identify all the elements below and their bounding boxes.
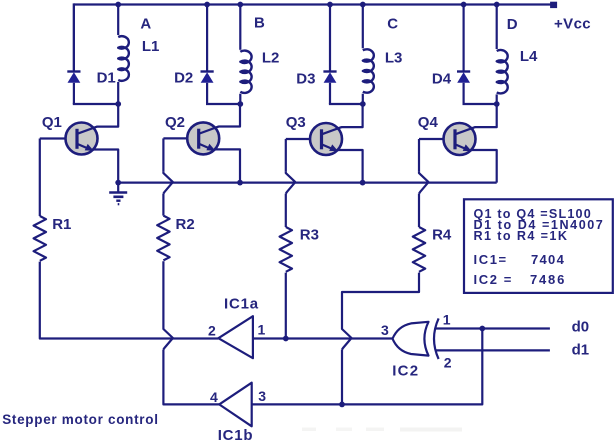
svg-text:Q2: Q2 <box>165 114 185 131</box>
svg-text:7486: 7486 <box>530 272 566 287</box>
svg-text:3: 3 <box>258 388 266 404</box>
svg-text:R4: R4 <box>432 227 452 244</box>
svg-text:IC1b: IC1b <box>218 427 254 444</box>
svg-text:4: 4 <box>210 389 218 405</box>
svg-text:7404: 7404 <box>531 252 565 267</box>
svg-text:R2: R2 <box>176 216 195 233</box>
svg-text:B: B <box>254 14 265 31</box>
svg-text:D2: D2 <box>174 70 193 87</box>
svg-text:1: 1 <box>443 312 451 328</box>
svg-text:1: 1 <box>258 321 266 337</box>
svg-text:D: D <box>507 16 518 33</box>
svg-text:Q3: Q3 <box>286 114 306 131</box>
svg-text:2: 2 <box>444 355 452 371</box>
svg-text:A: A <box>140 15 151 32</box>
svg-text:Q1: Q1 <box>42 114 62 131</box>
svg-text:D1: D1 <box>97 70 116 87</box>
svg-text:Stepper motor control: Stepper motor control <box>2 412 158 427</box>
svg-text:IC2 =: IC2 = <box>474 272 513 287</box>
svg-text:C: C <box>387 15 398 32</box>
svg-text:Q1 to Q4 =SL100: Q1 to Q4 =SL100 <box>474 207 592 221</box>
svg-text:L2: L2 <box>262 50 280 67</box>
svg-text:L1: L1 <box>142 38 160 55</box>
svg-text:Q4: Q4 <box>418 114 439 131</box>
svg-text:3: 3 <box>381 322 389 338</box>
svg-text:d1: d1 <box>572 342 590 359</box>
svg-text:d0: d0 <box>572 318 590 335</box>
svg-text:R1 to R4 =1K: R1 to R4 =1K <box>474 229 569 243</box>
svg-text:2: 2 <box>208 322 216 338</box>
svg-text:IC1a: IC1a <box>224 296 259 313</box>
svg-text:IC1=: IC1= <box>474 252 508 267</box>
svg-text:R3: R3 <box>300 227 319 244</box>
svg-text:D3: D3 <box>296 71 315 88</box>
svg-text:D1 to D4 =1N4007: D1 to D4 =1N4007 <box>474 218 605 232</box>
svg-text:L4: L4 <box>520 48 538 65</box>
svg-text:D4: D4 <box>432 70 452 87</box>
svg-text:IC2: IC2 <box>392 363 419 380</box>
svg-text:L3: L3 <box>385 50 403 67</box>
svg-text:+Vcc: +Vcc <box>554 16 591 33</box>
svg-text:R1: R1 <box>52 216 71 233</box>
